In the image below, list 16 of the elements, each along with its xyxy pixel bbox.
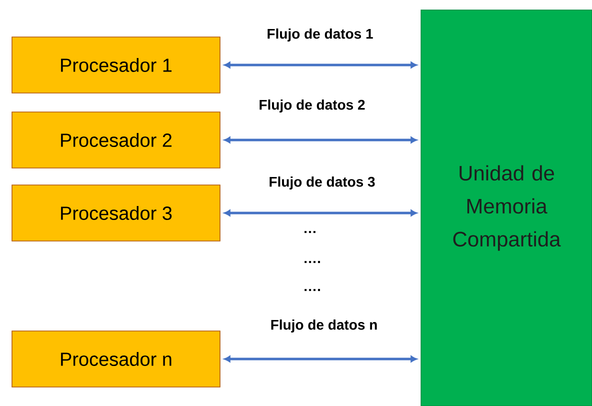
arrow [224,136,417,144]
edge-label: Flujo de datos 3 [270,176,375,190]
edge-label: Flujo de datos 2 [260,99,365,112]
arrow [224,210,417,216]
processor-box: Procesador 3 [12,184,220,242]
arrow [224,62,417,68]
processor-box: Procesador 1 [12,36,220,94]
processor-box: Procesador 2 [12,112,220,168]
ellipsis: …. [304,260,320,264]
processor-box: Procesador n [12,330,220,388]
edge-label: Flujo de datos n [271,319,377,332]
arrow [224,356,417,362]
memory-unit-box: Unidad de Memoria Compartida [420,10,592,406]
ellipsis: …. [304,288,320,292]
ellipsis: … [304,230,316,234]
edge-label: Flujo de datos 1 [268,28,373,42]
